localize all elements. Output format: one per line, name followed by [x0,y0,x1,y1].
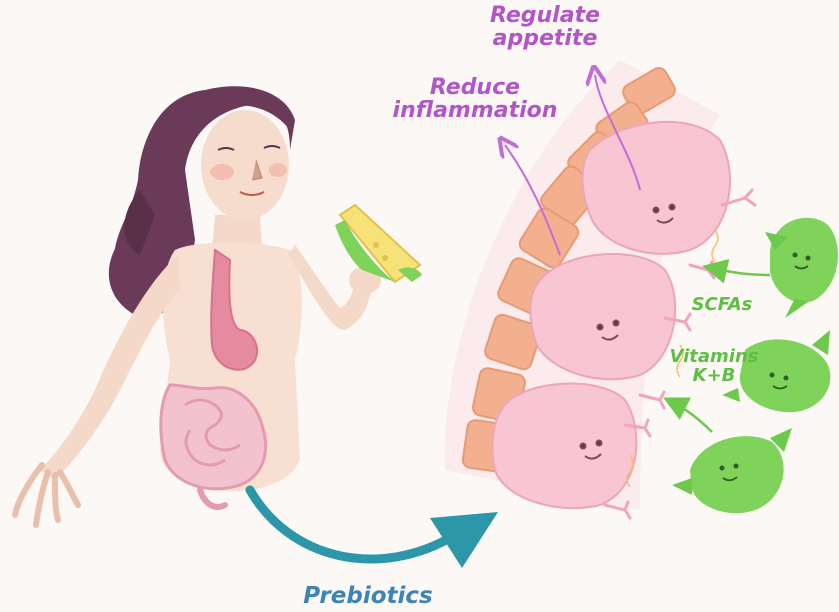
left-hand [15,465,78,525]
bacteria-icon [765,218,838,318]
vitamins-line2: K+B [664,367,764,386]
reduce-line1: Reduce [380,76,570,99]
regulate-line2: appetite [480,27,610,50]
scfas-arrow-icon [712,268,770,275]
sandwich-icon [335,205,422,282]
regulate-line1: Regulate [480,4,610,27]
bacteria-icon [672,428,792,513]
prebiotics-label: Prebiotics [298,584,438,608]
vitamins-arrow-icon [672,402,712,432]
vitamins-label: Vitamins K+B [664,348,764,386]
reduce-inflammation-label: Reduce inflammation [380,76,570,122]
reduce-line2: inflammation [380,99,570,122]
woman-figure [15,86,422,525]
scfas-label: SCFAs [682,296,762,315]
regulate-appetite-label: Regulate appetite [480,4,610,50]
prebiotics-arrow-icon [250,490,455,559]
